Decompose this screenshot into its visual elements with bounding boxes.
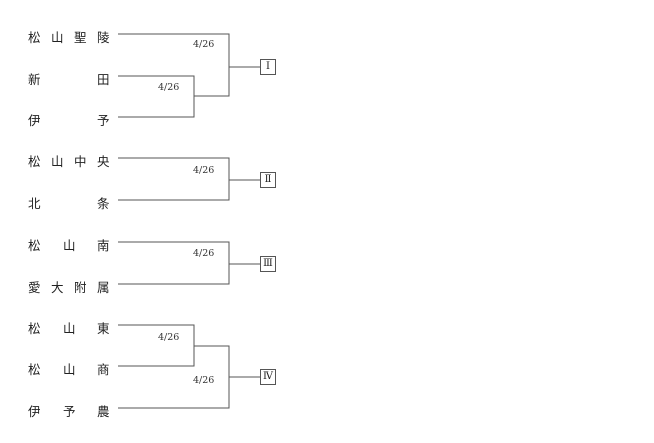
bracket-line-block1-a <box>118 33 230 67</box>
team-8-char: 松 <box>28 321 41 336</box>
team-7-char: 附 <box>74 280 87 295</box>
team-3-char: 予 <box>97 113 110 128</box>
team-5-char: 条 <box>97 196 110 211</box>
team-7-char: 大 <box>51 280 64 295</box>
match-date-block4-round1: 4/26 <box>158 332 180 343</box>
team-3: 伊 予 <box>28 110 110 128</box>
team-10-char: 農 <box>97 404 110 419</box>
match-date-block3-final: 4/26 <box>193 248 215 259</box>
match-date-block1-round1: 4/26 <box>158 82 180 93</box>
match-date-block2-final: 4/26 <box>193 165 215 176</box>
bracket-line-block2 <box>118 157 230 201</box>
team-8: 松 山 東 <box>28 318 110 336</box>
team-6-char: 南 <box>97 238 110 253</box>
match-date-block4-final: 4/26 <box>193 375 215 386</box>
bracket-line-block3 <box>118 241 230 285</box>
team-9-char: 松 <box>28 362 41 377</box>
team-1-char: 聖 <box>74 30 87 45</box>
team-7-char: 属 <box>97 280 110 295</box>
team-5: 北 条 <box>28 193 110 211</box>
team-4-char: 松 <box>28 154 41 169</box>
team-10: 伊 予 農 <box>28 401 110 419</box>
team-7-char: 愛 <box>28 280 41 295</box>
bracket-line-block4-a <box>118 324 195 367</box>
team-8-char: 山 <box>63 321 76 336</box>
team-10-char: 伊 <box>28 404 41 419</box>
team-3-char: 伊 <box>28 113 41 128</box>
block-marker-4: Ⅳ <box>260 369 276 385</box>
team-8-char: 東 <box>97 321 110 336</box>
team-10-char: 予 <box>63 404 76 419</box>
team-6-char: 山 <box>63 238 76 253</box>
team-4-char: 中 <box>74 154 87 169</box>
bracket-line-block1-c <box>118 96 195 118</box>
team-1-char: 山 <box>51 30 64 45</box>
block-marker-1: Ⅰ <box>260 59 276 75</box>
team-9: 松 山 商 <box>28 359 110 377</box>
match-date-block1-final: 4/26 <box>193 39 215 50</box>
block-marker-3: Ⅲ <box>260 256 276 272</box>
team-9-char: 商 <box>97 362 110 377</box>
team-2-char: 田 <box>97 72 110 87</box>
team-4-char: 山 <box>51 154 64 169</box>
team-1-char: 陵 <box>97 30 110 45</box>
block-marker-2: Ⅱ <box>260 172 276 188</box>
team-1-char: 松 <box>28 30 41 45</box>
team-4-char: 央 <box>97 154 110 169</box>
team-1: 松 山 聖 陵 <box>28 27 110 45</box>
team-2-char: 新 <box>28 72 41 87</box>
team-4: 松 山 中 央 <box>28 151 110 169</box>
team-6-char: 松 <box>28 238 41 253</box>
team-7: 愛 大 附 属 <box>28 277 110 295</box>
team-2: 新 田 <box>28 69 110 87</box>
team-5-char: 北 <box>28 196 41 211</box>
team-9-char: 山 <box>63 362 76 377</box>
team-6: 松 山 南 <box>28 235 110 253</box>
